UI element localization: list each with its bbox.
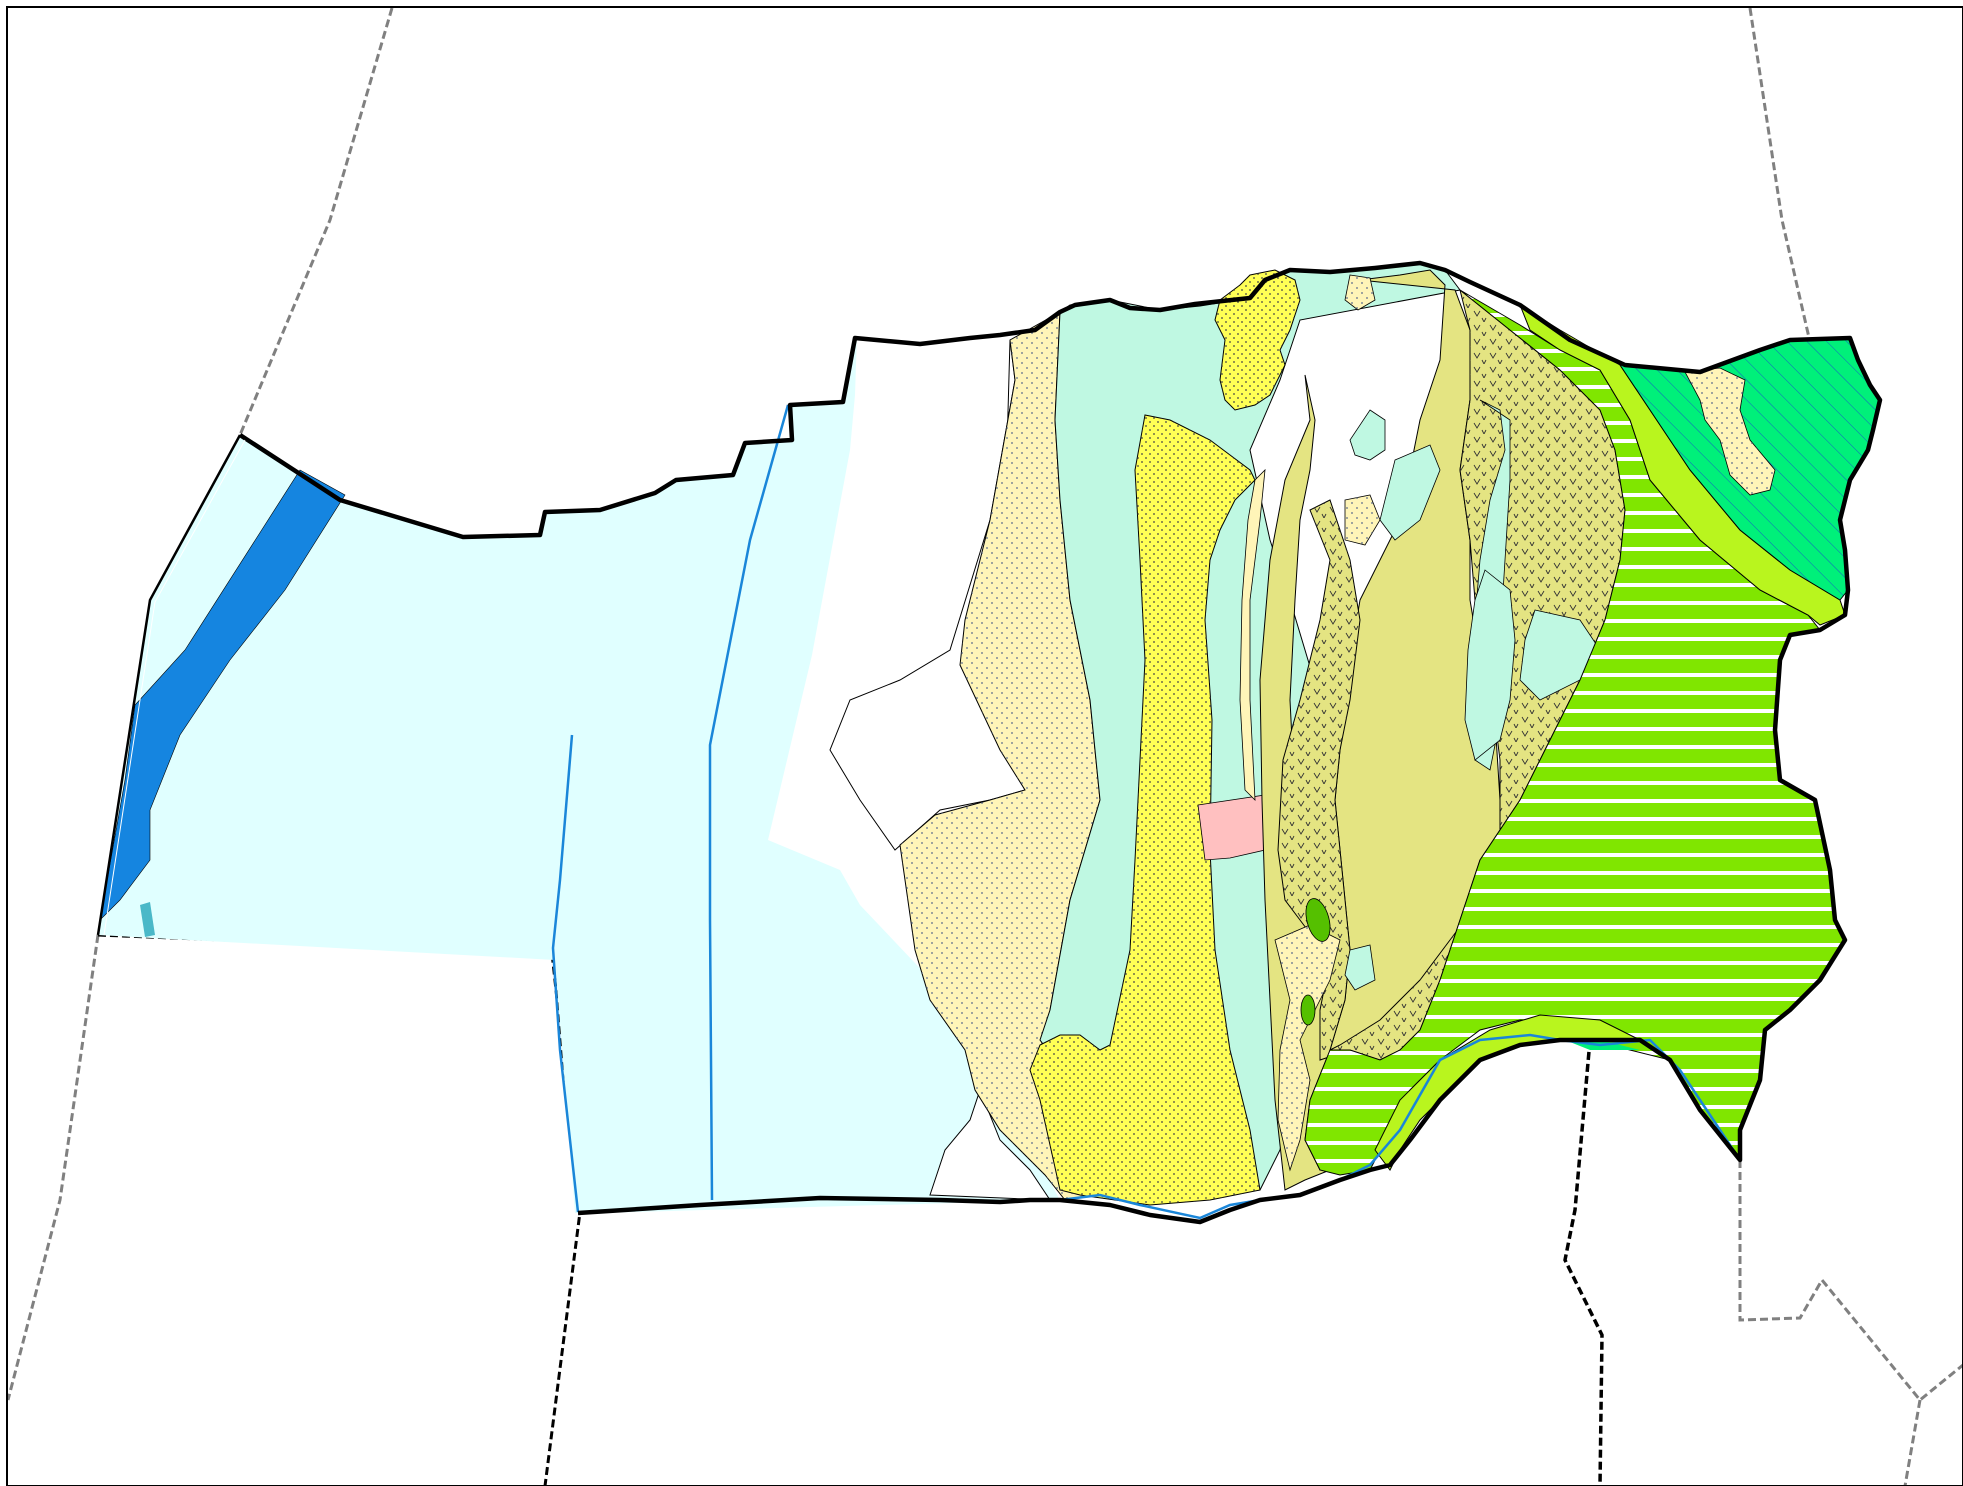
- unit-mint-inlier-6: [1344, 944, 1376, 991]
- streams-west: [551, 404, 790, 1213]
- state-boundary-southeast: [1738, 1160, 1963, 1403]
- state-boundary-northwest: [238, 7, 394, 436]
- unit-white-south: [929, 1088, 1051, 1201]
- unit-blue-band: [99, 469, 346, 921]
- state-boundary-west: [6, 934, 100, 1401]
- county-boundary-southwest: [97, 933, 582, 1486]
- unit-teal-fragment: [140, 902, 155, 937]
- unit-pale-yellow-strip: [1239, 468, 1266, 802]
- outer-boundaries: [6, 7, 1963, 1486]
- unit-light-cyan-base: [98, 335, 1060, 1213]
- map-frame-border: [6, 6, 1963, 1486]
- state-boundary-east: [1903, 1399, 1922, 1486]
- unit-mint-inlier-3: [1519, 609, 1601, 701]
- county-boundary-southeast: [1563, 1039, 1604, 1486]
- county-boundary-path: [238, 260, 1883, 1225]
- unit-pink: [1197, 794, 1266, 861]
- county-boundary-west-inner: [103, 439, 246, 936]
- county-boundary-west-edge: [96, 434, 242, 936]
- state-boundary-northeast: [1748, 7, 1812, 343]
- unit-mint-inlier-2: [1464, 569, 1516, 761]
- unit-dark-green-pod-1: [1305, 898, 1331, 942]
- unit-mint-inlier-4: [1349, 409, 1386, 461]
- unit-dark-green-pod-2: [1300, 994, 1316, 1026]
